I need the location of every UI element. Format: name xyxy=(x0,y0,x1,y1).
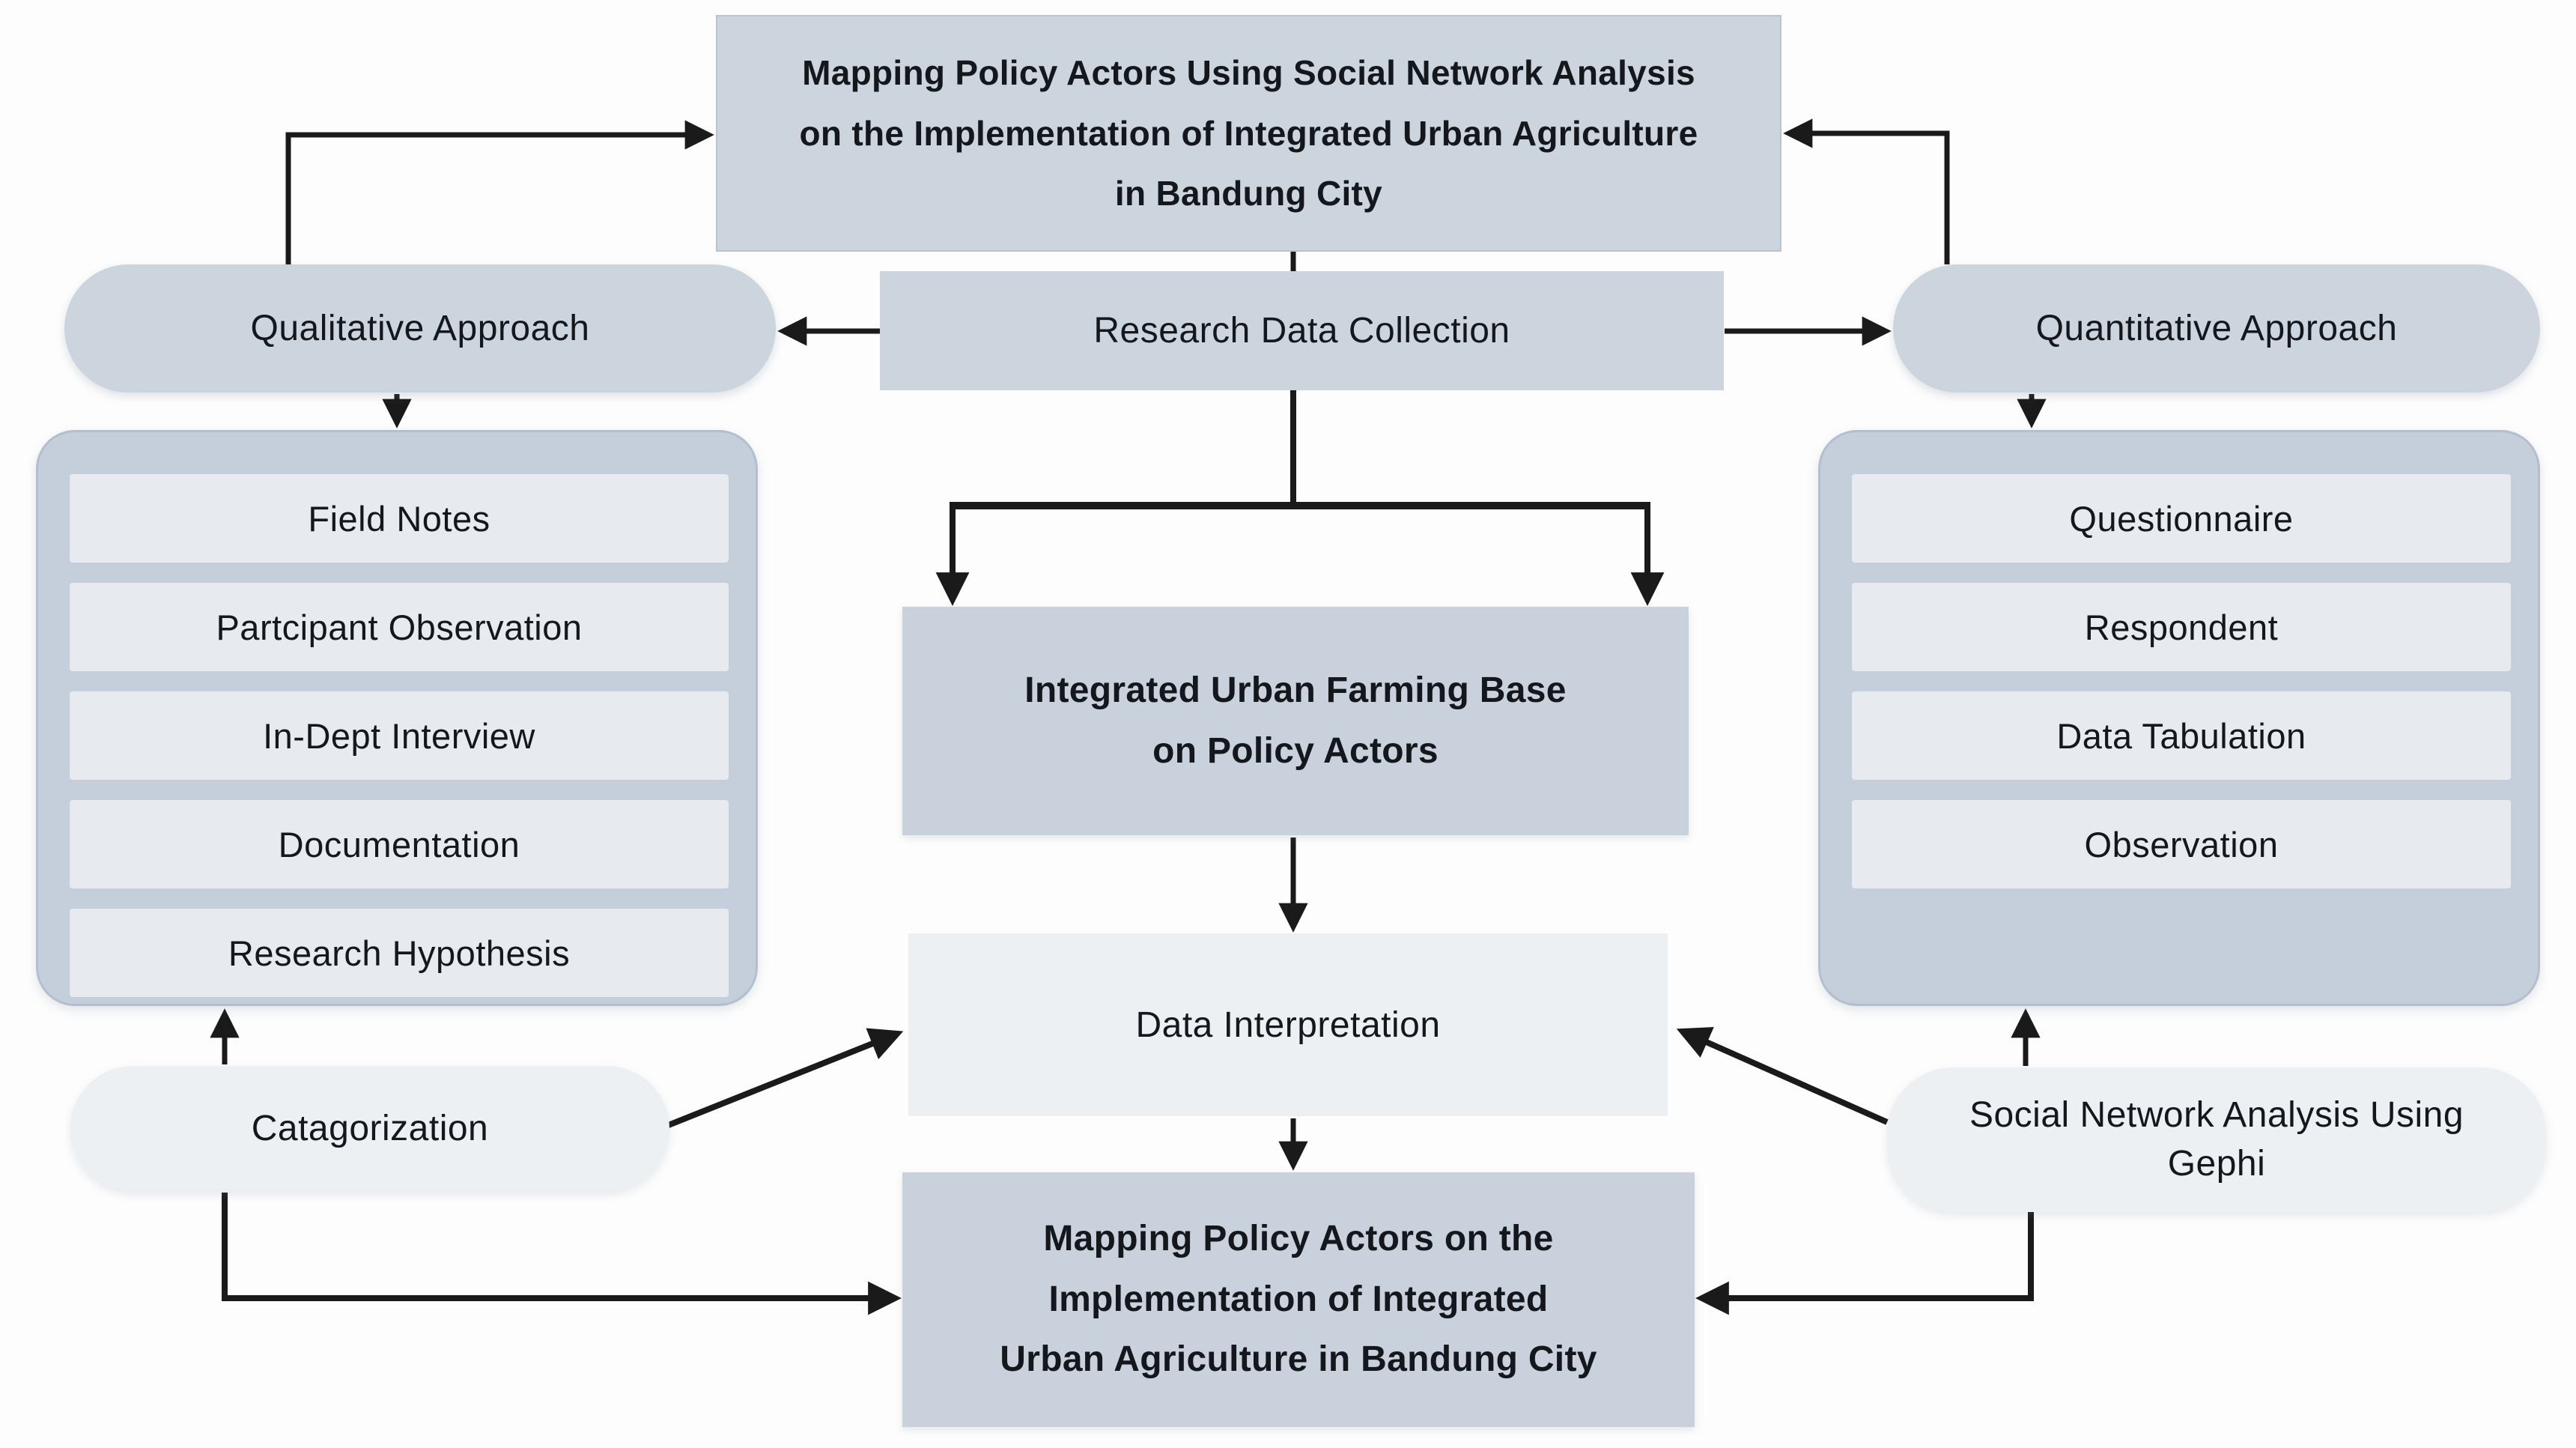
catagorization-label: Catagorization xyxy=(251,1109,489,1148)
data-interpretation-label: Data Interpretation xyxy=(1135,1005,1441,1045)
list-item: In-Dept Interview xyxy=(70,691,729,780)
title-line: on the Implementation of Integrated Urba… xyxy=(799,113,1698,153)
bottom-box-line: Mapping Policy Actors on the xyxy=(1043,1219,1554,1259)
list-item: Respondent xyxy=(1852,583,2511,671)
quantitative-approach-pill: Quantitative Approach xyxy=(1893,264,2540,393)
connector-gephi-to-bottom xyxy=(1695,1208,2034,1315)
list-item: Questionnaire xyxy=(1852,474,2511,563)
research-data-collection-label: Research Data Collection xyxy=(1093,311,1510,351)
bottom-box-line: Implementation of Integrated xyxy=(1048,1279,1549,1319)
center-box-line: Integrated Urban Farming Base xyxy=(1024,670,1567,710)
connector-quantitative-to-title xyxy=(1783,118,1950,264)
list-item: Partcipant Observation xyxy=(70,583,729,671)
sna-gephi-line: Social Network Analysis Using xyxy=(1969,1094,2464,1135)
bottom-box-line: Urban Agriculture in Bandung City xyxy=(1000,1339,1597,1380)
center-box-line: on Policy Actors xyxy=(1152,730,1439,771)
list-item: Data Tabulation xyxy=(1852,691,2511,780)
sna-gephi-pill: Social Network Analysis Using Gephi xyxy=(1887,1067,2546,1212)
sna-gephi-line: Gephi xyxy=(2167,1143,2266,1184)
list-item: Observation xyxy=(1852,800,2511,888)
integrated-urban-farming-box: Integrated Urban Farming Base on Policy … xyxy=(902,607,1689,835)
title-box: Mapping Policy Actors Using Social Netwo… xyxy=(716,15,1781,252)
mapping-policy-actors-box: Mapping Policy Actors on the Implementat… xyxy=(902,1172,1695,1427)
quantitative-items-container: Questionnaire Respondent Data Tabulation… xyxy=(1818,430,2540,1006)
catagorization-pill: Catagorization xyxy=(70,1066,669,1191)
list-item: Documentation xyxy=(70,800,729,888)
qualitative-items-container: Field Notes Partcipant Observation In-De… xyxy=(36,430,758,1006)
quantitative-approach-label: Quantitative Approach xyxy=(2035,309,2398,348)
title-line: Mapping Policy Actors Using Social Netwo… xyxy=(802,53,1695,93)
data-interpretation-box: Data Interpretation xyxy=(908,933,1668,1116)
qualitative-approach-pill: Qualitative Approach xyxy=(64,264,776,393)
connector-catagorization-to-bottom xyxy=(222,1193,902,1315)
list-item: Field Notes xyxy=(70,474,729,563)
title-line: in Bandung City xyxy=(1114,174,1383,213)
qualitative-approach-label: Qualitative Approach xyxy=(250,309,590,348)
list-item: Research Hypothesis xyxy=(70,909,729,997)
connector-gephi-to-interpretation xyxy=(1676,1027,1889,1125)
connector-qualitative-to-title xyxy=(285,120,714,264)
research-data-collection-box: Research Data Collection xyxy=(880,271,1724,390)
connector-catagorization-to-interpretation xyxy=(665,1028,904,1129)
